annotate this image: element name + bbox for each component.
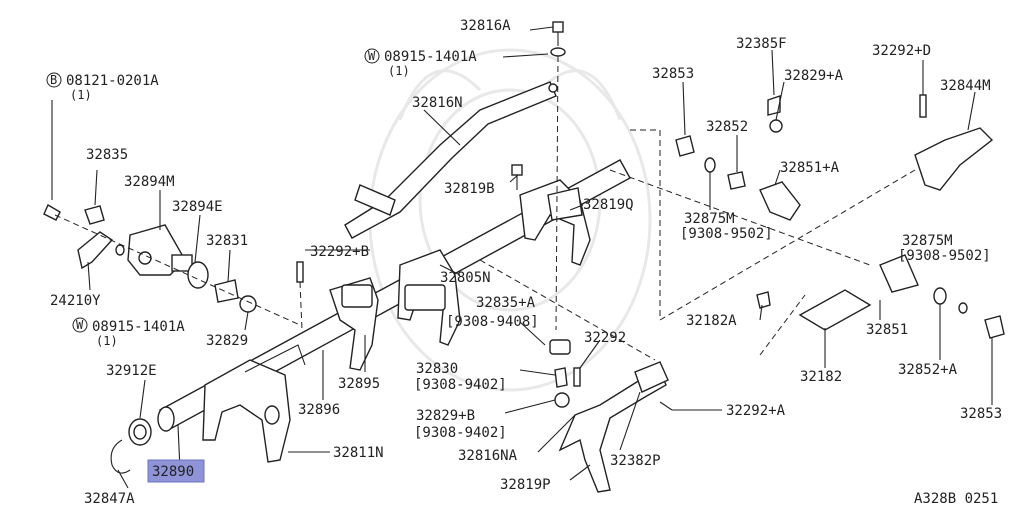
leader-lines: [51, 26, 993, 489]
label-32852[interactable]: 32852: [706, 119, 748, 135]
label-32844m[interactable]: 32844M: [940, 78, 991, 94]
label-washer-qty-left: (1): [96, 334, 118, 348]
label-32894e[interactable]: 32894E: [172, 199, 223, 215]
upper-rod-32816n: [344, 81, 558, 239]
front-parts: [110, 418, 152, 474]
diagram-code: A328B 0251: [914, 491, 998, 507]
label-32829b-date: [9308-9402]: [414, 425, 507, 441]
label-32853-bottom[interactable]: 32853: [960, 406, 1002, 422]
label-32829a[interactable]: 32829+A: [784, 68, 844, 84]
mid-small-parts: [296, 164, 581, 408]
shift-fork-32811n: [202, 344, 306, 463]
label-32292b[interactable]: 32292+B: [310, 244, 369, 260]
label-32819q[interactable]: 32819Q: [583, 197, 634, 213]
shift-fork-32895: [329, 277, 379, 371]
label-32292d[interactable]: 32292+D: [872, 43, 931, 59]
right-side-parts: [479, 94, 1005, 361]
label-32851a[interactable]: 32851+A: [780, 160, 840, 176]
main-shift-rod: [157, 159, 631, 432]
label-32890[interactable]: 32890: [152, 464, 194, 480]
label-32816na[interactable]: 32816NA: [458, 448, 518, 464]
label-32852a[interactable]: 32852+A: [898, 362, 958, 378]
label-32912e[interactable]: 32912E: [106, 363, 157, 379]
label-bolt-part[interactable]: 08121-0201A: [66, 73, 159, 89]
label-32292[interactable]: 32292: [584, 330, 626, 346]
label-32830-date: [9308-9402]: [414, 377, 507, 393]
label-32875m-right-date: [9308-9502]: [898, 248, 991, 264]
washer-marker-icon-2: [72, 317, 88, 333]
washer-marker-letter-2: W: [76, 318, 84, 332]
bolt-marker-icon: [46, 72, 62, 88]
label-32816n[interactable]: 32816N: [412, 95, 463, 111]
label-32382p[interactable]: 32382P: [610, 453, 661, 469]
label-32875m-top[interactable]: 32875M: [684, 211, 735, 227]
label-32819p[interactable]: 32819P: [500, 477, 551, 493]
label-32894m[interactable]: 32894M: [124, 174, 175, 190]
label-32875m-right[interactable]: 32875M: [902, 233, 953, 249]
label-32182[interactable]: 32182: [800, 369, 842, 385]
label-32896[interactable]: 32896: [298, 402, 340, 418]
label-bolt-qty: (1): [70, 88, 92, 102]
part-labels: 32816A W 08915-1401A (1) B 08121-0201A (…: [46, 18, 1002, 507]
label-32182a[interactable]: 32182A: [686, 313, 737, 329]
label-32895[interactable]: 32895: [338, 376, 380, 392]
label-32875m-top-date: [9308-9502]: [680, 226, 773, 242]
lower-fork-32819p: [558, 361, 673, 493]
bolt-32816a: [550, 21, 566, 331]
washer-marker-letter: W: [368, 49, 376, 63]
label-32805n[interactable]: 32805N: [440, 270, 491, 286]
label-32847a[interactable]: 32847A: [84, 491, 135, 507]
label-32831[interactable]: 32831: [206, 233, 248, 249]
bolt-marker-letter: B: [50, 73, 57, 87]
label-32819b[interactable]: 32819B: [444, 181, 495, 197]
label-32835a-date: [9308-9408]: [446, 314, 539, 330]
label-32830[interactable]: 32830: [416, 361, 458, 377]
label-32851[interactable]: 32851: [866, 322, 908, 338]
label-32829[interactable]: 32829: [206, 333, 248, 349]
label-washer-part-top[interactable]: 08915-1401A: [384, 49, 477, 65]
label-32835a[interactable]: 32835+A: [476, 295, 536, 311]
label-24210y[interactable]: 24210Y: [50, 293, 101, 309]
label-32816a[interactable]: 32816A: [460, 18, 511, 34]
label-32385f[interactable]: 32385F: [736, 36, 787, 52]
label-32853-top[interactable]: 32853: [652, 66, 694, 82]
washer-marker-icon: [364, 48, 380, 64]
shift-fork-32805n: [397, 249, 461, 346]
label-32835[interactable]: 32835: [86, 147, 128, 163]
label-32811n[interactable]: 32811N: [333, 445, 384, 461]
highlight-box-32890: [147, 459, 205, 483]
label-32292a[interactable]: 32292+A: [726, 403, 786, 419]
left-assembly: [43, 204, 301, 326]
label-32829b[interactable]: 32829+B: [416, 408, 475, 424]
label-washer-part-left[interactable]: 08915-1401A: [92, 319, 185, 335]
label-washer-qty-top: (1): [388, 64, 410, 78]
